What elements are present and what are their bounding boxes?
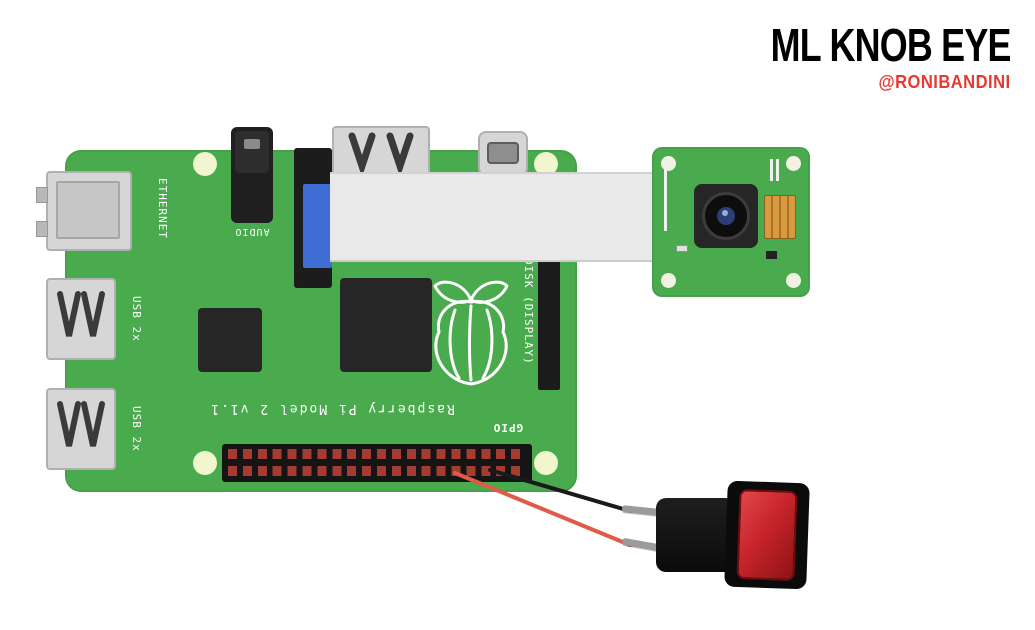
button-pin [621, 505, 661, 516]
gpio-pin-row [228, 466, 526, 476]
gpio-header [222, 444, 532, 482]
usb-slot-icon [57, 291, 105, 337]
camera-mounting-hole [661, 273, 676, 288]
audio-jack-slot [244, 139, 260, 149]
raspberry-pi-logo [433, 280, 509, 386]
mounting-hole [193, 152, 217, 176]
smd-component [766, 251, 777, 259]
camera-ribbon-cable [330, 172, 658, 262]
camera-silkscreen-line [770, 159, 773, 181]
button-pin [621, 537, 661, 552]
micro-usb-slot [487, 142, 519, 164]
push-button-cap [736, 489, 798, 581]
smd-component [676, 245, 688, 252]
ethernet-port [36, 171, 132, 251]
ethernet-tab [36, 187, 48, 203]
usb-port-bottom [46, 388, 116, 470]
soc-chip [340, 278, 432, 372]
camera-mounting-hole [786, 273, 801, 288]
logo-leaf-left [433, 280, 473, 304]
logo-berry-seam [468, 304, 473, 382]
hdmi-slot-icon [348, 132, 414, 178]
mounting-hole [193, 451, 217, 475]
camera-silkscreen-line [776, 159, 779, 181]
author-handle: @RONIBANDINI [878, 72, 1011, 92]
board-model-label: Raspberry Pi Model 2 v1.1 [209, 401, 455, 416]
push-button-body [656, 498, 732, 572]
usb-label-bottom: USB 2x [130, 406, 143, 452]
logo-berry-seam [448, 308, 461, 380]
flex-connector-gold-contacts [764, 195, 796, 239]
usb-label-top: USB 2x [130, 296, 143, 342]
logo-leaf-right [469, 280, 509, 304]
logo-berry-outline [434, 299, 508, 386]
micro-usb-port [478, 131, 528, 176]
gpio-pin-row [228, 449, 526, 459]
audio-jack [231, 127, 273, 223]
camera-lens-iris [717, 207, 735, 225]
display-connector [538, 255, 560, 390]
audio-label: AUDIO [234, 226, 270, 237]
page-title: ML KNOB EYE [771, 19, 1012, 71]
csi-clip [303, 184, 332, 268]
ethernet-label: ETHERNET [156, 178, 169, 239]
display-connector-label: DISK (DISPLAY) [522, 258, 535, 365]
camera-lens-glint [722, 210, 728, 216]
hdmi-port [332, 126, 430, 178]
logo-berry-seam [481, 308, 494, 380]
ethernet-socket [56, 181, 120, 239]
usb-port-top [46, 278, 116, 360]
audio-jack-cap [235, 131, 269, 173]
usb-ethernet-controller-chip [198, 308, 262, 372]
camera-mounting-hole [786, 156, 801, 171]
usb-slot-icon [57, 401, 105, 447]
camera-mounting-hole [661, 156, 676, 171]
camera-module-board [652, 147, 810, 297]
gpio-label: GPIO [492, 421, 524, 434]
ethernet-tab [36, 221, 48, 237]
mounting-hole [534, 451, 558, 475]
camera-silkscreen-line [664, 169, 667, 231]
